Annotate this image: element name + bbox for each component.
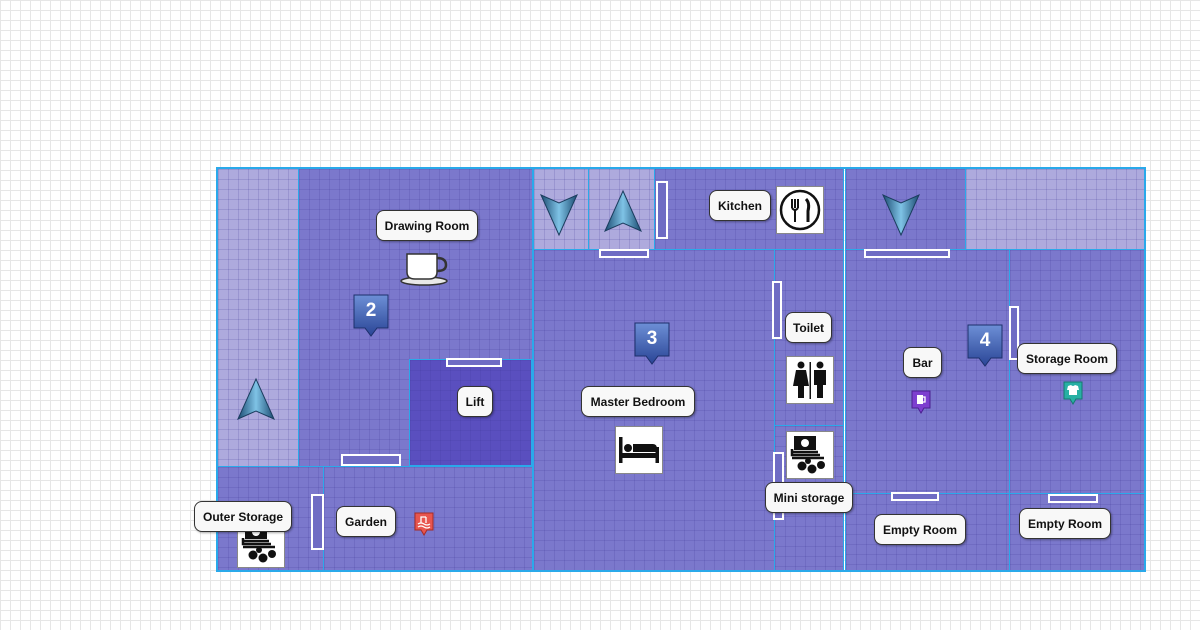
fork-knife-icon	[776, 186, 824, 234]
navigation-up-icon[interactable]	[603, 189, 643, 233]
door[interactable]	[656, 181, 668, 239]
bed-icon	[615, 426, 663, 474]
label-garden[interactable]: Garden	[336, 506, 396, 537]
marker-pin-icon	[634, 322, 670, 365]
marker-number: 4	[979, 330, 991, 351]
door[interactable]	[772, 281, 782, 339]
label-mini-storage[interactable]: Mini storage	[765, 482, 853, 513]
coffee-cup-icon	[400, 253, 448, 286]
label-lift[interactable]: Lift	[457, 386, 493, 417]
storage-items-icon	[786, 431, 834, 479]
label-storage-room[interactable]: Storage Room	[1017, 343, 1117, 374]
corridor-far-right	[965, 168, 1145, 250]
shirt-badge-icon	[1063, 381, 1083, 405]
door[interactable]	[864, 249, 950, 258]
navigation-down-icon[interactable]	[539, 193, 579, 237]
navigation-down-icon[interactable]	[881, 193, 921, 237]
marker-number: 3	[646, 328, 658, 349]
corridor-left	[217, 168, 299, 467]
label-kitchen[interactable]: Kitchen	[709, 190, 771, 221]
label-master-bedroom[interactable]: Master Bedroom	[581, 386, 695, 417]
marker-pin-2[interactable]: 2	[353, 294, 389, 338]
label-drawing-room[interactable]: Drawing Room	[376, 210, 478, 241]
label-bar[interactable]: Bar	[903, 347, 942, 378]
label-empty-room[interactable]: Empty Room	[1019, 508, 1111, 539]
door[interactable]	[1009, 306, 1019, 360]
beer-mug-badge-icon	[911, 390, 931, 414]
label-toilet[interactable]: Toilet	[785, 312, 832, 343]
room-bar[interactable]	[845, 249, 1010, 494]
restroom-icon	[786, 356, 834, 404]
pool-badge-icon	[414, 512, 434, 536]
label-outer-storage[interactable]: Outer Storage	[194, 501, 292, 532]
door[interactable]	[1048, 494, 1098, 503]
label-empty-room[interactable]: Empty Room	[874, 514, 966, 545]
navigation-up-icon[interactable]	[236, 377, 276, 421]
marker-pin-icon	[967, 324, 1003, 367]
door[interactable]	[341, 454, 401, 466]
door[interactable]	[891, 492, 939, 501]
marker-pin-icon	[353, 294, 389, 337]
door[interactable]	[599, 249, 649, 258]
marker-number: 2	[365, 300, 377, 321]
door[interactable]	[446, 358, 502, 367]
door[interactable]	[311, 494, 324, 550]
marker-pin-4[interactable]: 4	[967, 324, 1003, 368]
marker-pin-3[interactable]: 3	[634, 322, 670, 366]
